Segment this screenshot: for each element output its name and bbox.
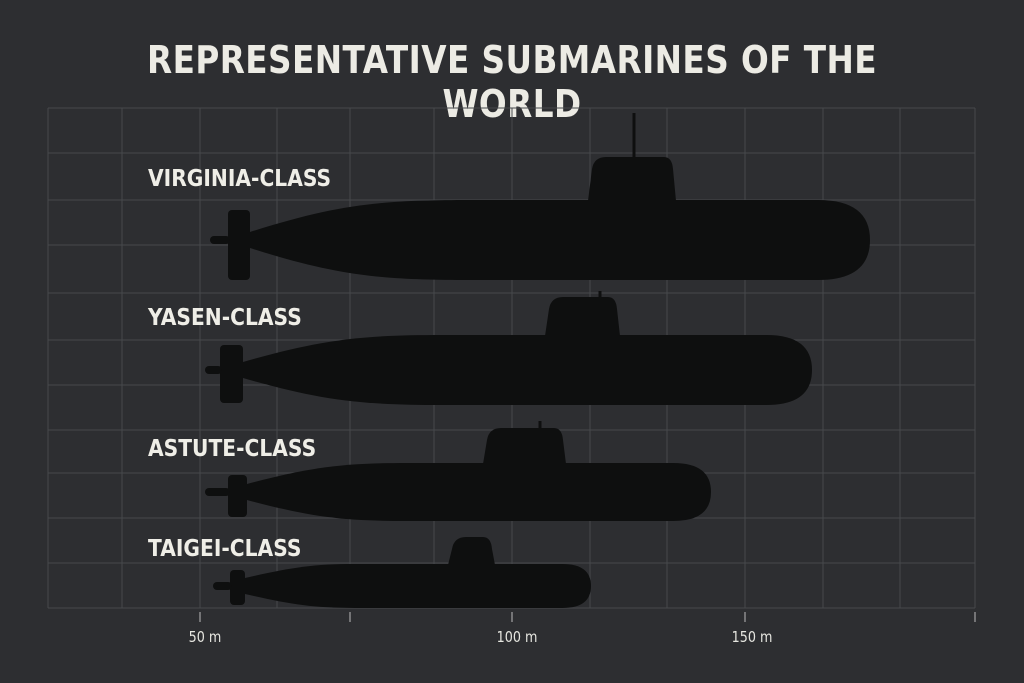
label-virginia-class: VIRGINIA-CLASS — [148, 166, 332, 192]
tick-label-50m: 50 m — [188, 628, 222, 646]
submarine-tail-fin-yasen — [220, 345, 243, 403]
submarine-tail-fin-taigei — [230, 570, 245, 605]
submarine-tail-fin-virginia — [228, 210, 250, 280]
label-taigei-class: TAIGEI-CLASS — [148, 536, 302, 562]
tick-label-100m: 100 m — [496, 628, 538, 646]
submarine-mast-virginia — [632, 113, 636, 159]
submarine-propeller-astute — [205, 488, 230, 496]
submarine-propeller-taigei — [213, 582, 232, 590]
label-astute-class: ASTUTE-CLASS — [148, 436, 317, 462]
submarine-sail-virginia — [588, 157, 676, 201]
submarine-hull-virginia — [250, 200, 870, 280]
label-yasen-class: YASEN-CLASS — [148, 305, 302, 331]
tick-label-150m: 150 m — [731, 628, 773, 646]
submarine-sail-yasen — [545, 297, 620, 336]
submarine-hull-taigei — [245, 564, 591, 608]
submarine-propeller-yasen — [205, 366, 222, 374]
submarine-mast-yasen — [598, 291, 602, 299]
submarine-mast-astute — [538, 421, 542, 430]
submarine-sail-taigei — [448, 537, 495, 565]
submarine-tail-fin-astute — [228, 475, 247, 517]
submarine-hull-astute — [247, 463, 711, 521]
page-title: REPRESENTATIVE SUBMARINES OF THE WORLD — [146, 38, 878, 126]
submarine-propeller-virginia — [210, 236, 230, 244]
submarine-sail-astute — [483, 428, 566, 464]
submarine-hull-yasen — [243, 335, 812, 405]
